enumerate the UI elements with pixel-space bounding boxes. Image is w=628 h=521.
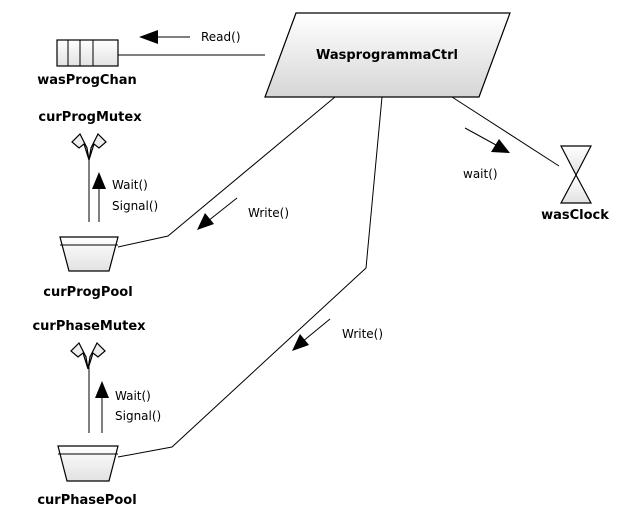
prog-pool-connector (117, 96, 336, 248)
down-right-arrow-icon (491, 139, 510, 153)
phase-mutex-label: curPhaseMutex (32, 319, 146, 334)
phase-pool-connector (117, 96, 383, 458)
left-arrow-icon (139, 30, 158, 44)
prog-pool-node[interactable]: curProgPool (43, 236, 133, 300)
read-message-label: Read() (201, 30, 241, 44)
pool-icon (57, 445, 119, 482)
semaphore-icon (71, 132, 107, 161)
clock-label: wasClock (541, 208, 609, 223)
down-left-arrow-icon (197, 213, 214, 230)
write-prog-label: Write() (248, 206, 289, 220)
phase-mutex-node[interactable]: curPhaseMutex (32, 319, 146, 370)
wait-clock-message: wait() (463, 127, 510, 181)
up-arrow-icon (95, 381, 109, 398)
up-arrow-icon (92, 172, 106, 189)
clock-node[interactable]: wasClock (541, 145, 609, 223)
phase-signal-label: Signal() (115, 409, 161, 423)
main-task[interactable]: WasprogrammaCtrl (264, 12, 511, 98)
prog-mutex-label: curProgMutex (38, 110, 142, 125)
semaphore-icon (70, 341, 106, 370)
phase-pool-node[interactable]: curPhasePool (37, 445, 137, 508)
channel-node[interactable]: wasProgChan (37, 39, 137, 88)
write-phase-label: Write() (342, 327, 383, 341)
queue-icon (56, 39, 119, 67)
pool-icon (59, 236, 119, 272)
channel-label: wasProgChan (37, 73, 137, 88)
write-prog-message: Write() (197, 197, 289, 230)
phase-pool-label: curPhasePool (37, 493, 136, 508)
prog-signal-label: Signal() (112, 199, 158, 213)
main-task-label: WasprogrammaCtrl (316, 48, 458, 63)
phase-wait-label: Wait() (115, 389, 151, 403)
wait-clock-label: wait() (463, 167, 498, 181)
read-message: Read() (139, 30, 241, 44)
write-phase-message: Write() (292, 318, 383, 351)
prog-wait-signal: Wait() Signal() (92, 172, 158, 222)
hourglass-icon (559, 145, 593, 204)
prog-mutex-node[interactable]: curProgMutex (38, 110, 142, 161)
clock-connector (451, 96, 560, 167)
phase-wait-signal: Wait() Signal() (95, 381, 161, 433)
prog-pool-label: curProgPool (43, 285, 132, 300)
down-left-arrow-icon (292, 334, 309, 351)
prog-wait-label: Wait() (112, 178, 148, 192)
